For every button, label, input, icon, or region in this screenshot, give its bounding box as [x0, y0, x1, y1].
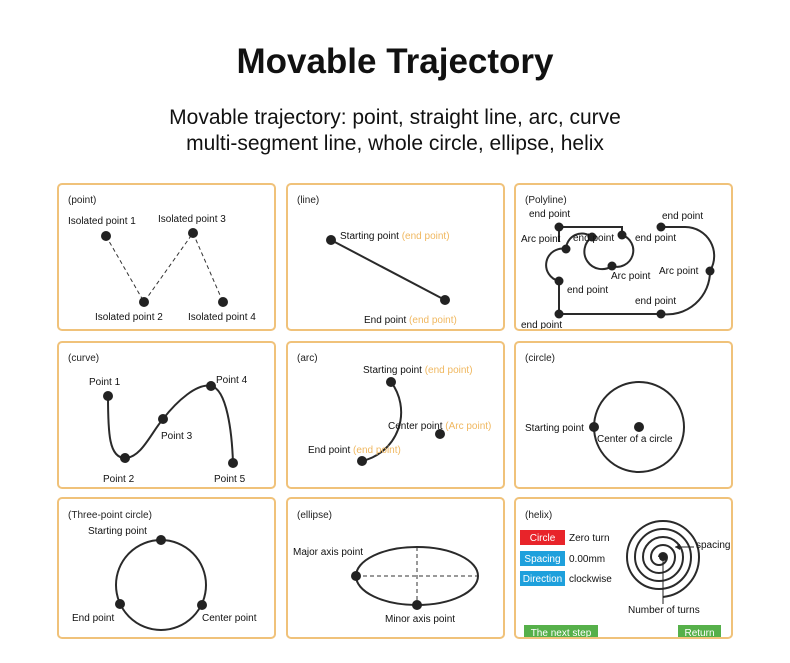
label-minor-axis: Minor axis point	[385, 614, 455, 625]
subtitle-line-1: Movable trajectory: point, straight line…	[169, 106, 621, 129]
turns-annotation: Number of turns	[628, 605, 700, 616]
label-end-point: end point	[529, 209, 570, 220]
point-marker	[139, 297, 149, 307]
point-marker	[218, 297, 228, 307]
panel-three-point-circle: (Three-point circle) Starting point End …	[57, 497, 276, 639]
label-point-3: Point 3	[161, 431, 193, 442]
panel-helix: (helix) Circle Zero turn Spacing 0.00mm …	[514, 497, 733, 639]
label-isolated-4: Isolated point 4	[188, 312, 256, 323]
label-end-point: end point	[567, 285, 608, 296]
subtitle-line-2: multi-segment line, whole circle, ellips…	[186, 132, 604, 155]
point-marker	[101, 231, 111, 241]
panel-polyline: (Polyline) end point end point Arc point…	[514, 183, 733, 331]
panel-point: (point) Isolated point 1 Isolated point …	[57, 183, 276, 331]
label-point-2: Point 2	[103, 474, 135, 485]
label-center: Center point (Arc point)	[388, 421, 491, 432]
spacing-annotation: spacing	[696, 540, 730, 551]
panel-arc: (arc) Starting point (end point) Center …	[286, 341, 505, 489]
panel-title: (helix)	[525, 510, 552, 521]
panel-title: (Polyline)	[525, 195, 567, 206]
label-point-5: Point 5	[214, 474, 246, 485]
direction-label: Direction	[523, 574, 562, 585]
spacing-button[interactable]	[520, 551, 565, 566]
label-isolated-2: Isolated point 2	[95, 312, 163, 323]
circle-mode-label: Circle	[530, 533, 556, 544]
label-start: Starting point	[88, 526, 147, 537]
page-title: Movable Trajectory	[236, 42, 554, 81]
next-step-label: The next step	[531, 628, 592, 639]
label-end: End point (end point)	[364, 315, 457, 326]
label-arc-point: Arc point	[659, 266, 699, 277]
label-end: End point	[72, 613, 114, 624]
label-end-point: end point	[521, 320, 562, 331]
label-center: Center point	[202, 613, 257, 624]
direction-value: clockwise	[569, 574, 612, 585]
label-end-point: end point	[635, 296, 676, 307]
label-end-point: end point	[635, 233, 676, 244]
direction-button[interactable]	[520, 571, 565, 586]
label-start: Starting point (end point)	[340, 231, 450, 242]
end-marker	[440, 295, 450, 305]
circle-mode-button[interactable]	[520, 530, 565, 545]
label-isolated-1: Isolated point 1	[68, 216, 136, 227]
panel-title: (line)	[297, 195, 319, 206]
label-start: Starting point (end point)	[363, 365, 473, 376]
next-step-button[interactable]	[524, 625, 598, 639]
panel-title: (ellipse)	[297, 510, 332, 521]
return-button[interactable]	[678, 625, 721, 639]
panel-title: (Three-point circle)	[68, 510, 152, 521]
label-start: Starting point	[525, 423, 584, 434]
label-end-point: end point	[662, 211, 703, 222]
label-point-1: Point 1	[89, 377, 121, 388]
label-major-axis: Major axis point	[293, 547, 363, 558]
panel-title: (curve)	[68, 353, 99, 364]
spacing-label: Spacing	[524, 554, 560, 565]
label-end: End point (end point)	[308, 445, 401, 456]
circle-mode-value: Zero turn	[569, 533, 610, 544]
label-arc-point: Arc point	[521, 234, 561, 245]
spacing-value: 0.00mm	[569, 554, 605, 565]
panel-circle: (circle) Starting point Center of a circ…	[514, 341, 733, 489]
panel-title: (point)	[68, 195, 96, 206]
label-end-point: end point	[573, 233, 614, 244]
label-arc-point: Arc point	[611, 271, 651, 282]
start-marker	[326, 235, 336, 245]
label-center: Center of a circle	[597, 434, 673, 445]
point-marker	[188, 228, 198, 238]
label-isolated-3: Isolated point 3	[158, 214, 226, 225]
return-label: Return	[684, 628, 714, 639]
panel-curve: (curve) Point 1 Point 2 Point 3 Point 4 …	[57, 341, 276, 489]
panel-line: (line) Starting point (end point) End po…	[286, 183, 505, 331]
panel-title: (circle)	[525, 353, 555, 364]
label-point-4: Point 4	[216, 375, 248, 386]
panel-title: (arc)	[297, 353, 318, 364]
panel-ellipse: (ellipse) Major axis point Minor axis po…	[286, 497, 505, 639]
